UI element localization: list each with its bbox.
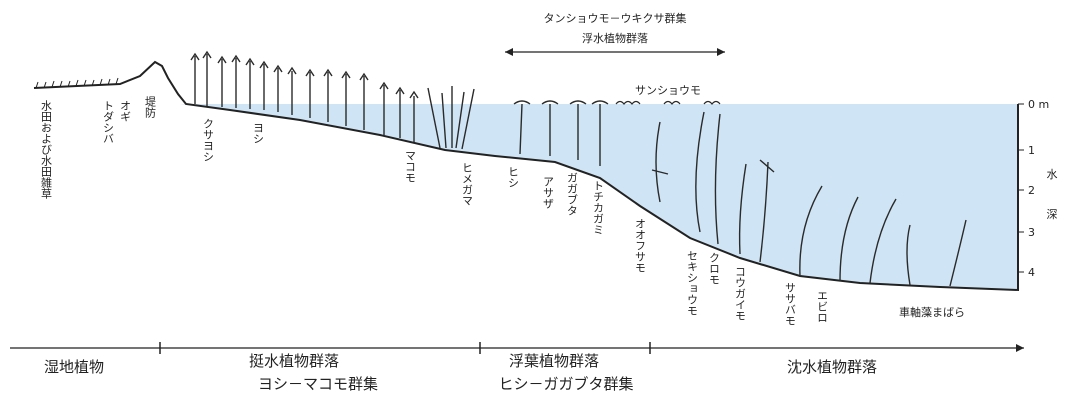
- header-arrow-left-head: [505, 48, 513, 56]
- depth-tick-0: 0 m: [1028, 98, 1049, 111]
- label-ebiro: エビロ: [816, 290, 829, 323]
- header-community-label: タンショウモ－ウキクサ群集: [544, 11, 687, 25]
- submerged-plant: [869, 198, 897, 284]
- zone-emergent-sub: ヨシ－マコモ群集: [258, 375, 378, 393]
- label-paddy: 水田および水田雑草: [40, 100, 53, 199]
- label-kuromo: クロモ: [708, 252, 721, 285]
- label-sanshoumo: サンショウモ: [635, 84, 701, 97]
- zone-submerged: 沈水植物群落: [787, 358, 877, 376]
- submerged-plant: [949, 219, 967, 287]
- submerged-plant: [839, 196, 859, 282]
- depth-label-depth: 深: [1047, 208, 1058, 221]
- reed-plant: [359, 72, 369, 130]
- submerged-plant: [799, 185, 823, 277]
- plant-drawings: [190, 50, 967, 287]
- label-todashiba: トダシバ: [102, 100, 115, 144]
- reed-plant: [379, 81, 389, 135]
- submerged-plant: [759, 159, 775, 263]
- reed-plant: [323, 68, 333, 122]
- label-sasabamo: ササバモ: [784, 282, 797, 326]
- depth-tick-3: 3: [1028, 226, 1035, 239]
- lakebed-line: [33, 60, 1019, 292]
- label-ogi: オギ: [119, 100, 132, 122]
- zone-wetland: 湿地植物: [44, 358, 104, 376]
- floating-leaf-plant: [541, 100, 559, 156]
- submerged-plant: [695, 111, 705, 233]
- zone-emergent: 挺水植物群落: [249, 352, 339, 370]
- reed-plant: [259, 60, 269, 110]
- label-yoshi: ヨシ: [252, 122, 265, 144]
- depth-scale: 0 m 1 2 3 4: [1018, 98, 1049, 279]
- label-embankment: 堤防: [144, 96, 157, 119]
- label-asaza: アサザ: [542, 176, 555, 209]
- zone-floating-leaf: 浮葉植物群落: [509, 352, 599, 370]
- depth-label-water: 水: [1047, 168, 1058, 181]
- water-body: [180, 104, 1018, 290]
- cattail-plant: [427, 86, 475, 150]
- label-kusayoshi: クサヨシ: [202, 118, 215, 162]
- label-gagabuta: ガガブタ: [566, 172, 579, 216]
- reed-plant: [245, 57, 255, 109]
- reed-plant: [217, 55, 227, 107]
- depth-tick-4: 4: [1028, 266, 1035, 279]
- depth-tick-1: 1: [1028, 144, 1035, 157]
- submerged-plant: [738, 163, 747, 255]
- submerged-plant: [906, 224, 911, 286]
- floating-fern-row: [615, 100, 721, 105]
- label-ofusamo: オオフサモ: [634, 218, 647, 273]
- land-grass-marks: [35, 77, 119, 89]
- reed-plant: [231, 54, 241, 108]
- floating-leaf-plant: [513, 100, 531, 155]
- header-arrow-right-head: [717, 48, 725, 56]
- label-sharinmo: 車軸藻まばら: [899, 305, 965, 319]
- label-himegama: ヒメガマ: [461, 162, 474, 206]
- label-hishi: ヒシ: [507, 166, 520, 188]
- reed-plant: [305, 68, 315, 118]
- reed-plant: [395, 86, 405, 138]
- header-floating-plants-label: 浮水植物群落: [582, 31, 648, 45]
- depth-tick-2: 2: [1028, 184, 1035, 197]
- label-makomo: マコモ: [404, 150, 417, 183]
- floating-leaf-plant: [591, 100, 609, 166]
- zone-axis-arrow: [1016, 344, 1024, 352]
- submerged-plant: [714, 113, 721, 245]
- floating-leaf-plant: [569, 100, 587, 160]
- submerged-plant: [651, 121, 669, 203]
- reed-plant: [409, 90, 419, 142]
- reed-plant: [202, 50, 212, 106]
- label-tochikagami: トチカガミ: [592, 180, 605, 235]
- reed-plant: [273, 64, 283, 112]
- label-kougaimo: コウガイモ: [734, 266, 747, 321]
- reed-plant: [287, 66, 297, 115]
- reed-plant: [341, 70, 351, 126]
- label-sekishoumo: セキショウモ: [686, 250, 699, 316]
- reed-plant: [190, 52, 200, 104]
- zone-floating-leaf-sub: ヒシ－ガガブタ群集: [498, 375, 633, 393]
